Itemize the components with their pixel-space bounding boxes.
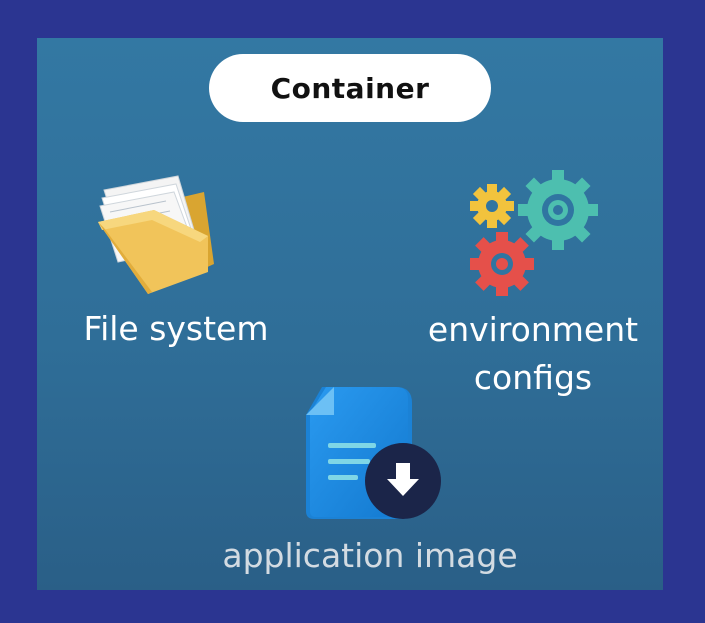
document-download-icon bbox=[306, 387, 441, 519]
environment-configs-label: environment configs bbox=[420, 306, 646, 402]
gears-icon bbox=[470, 170, 598, 296]
folder-icon bbox=[98, 175, 214, 294]
title-pill: Container bbox=[209, 54, 491, 122]
environment-configs-label-line2: configs bbox=[473, 358, 593, 397]
application-image-label: application image bbox=[222, 536, 518, 575]
download-badge bbox=[365, 443, 441, 519]
file-system-label: File system bbox=[83, 309, 269, 348]
title-text: Container bbox=[270, 71, 430, 105]
environment-configs-label-line1: environment bbox=[427, 310, 639, 349]
